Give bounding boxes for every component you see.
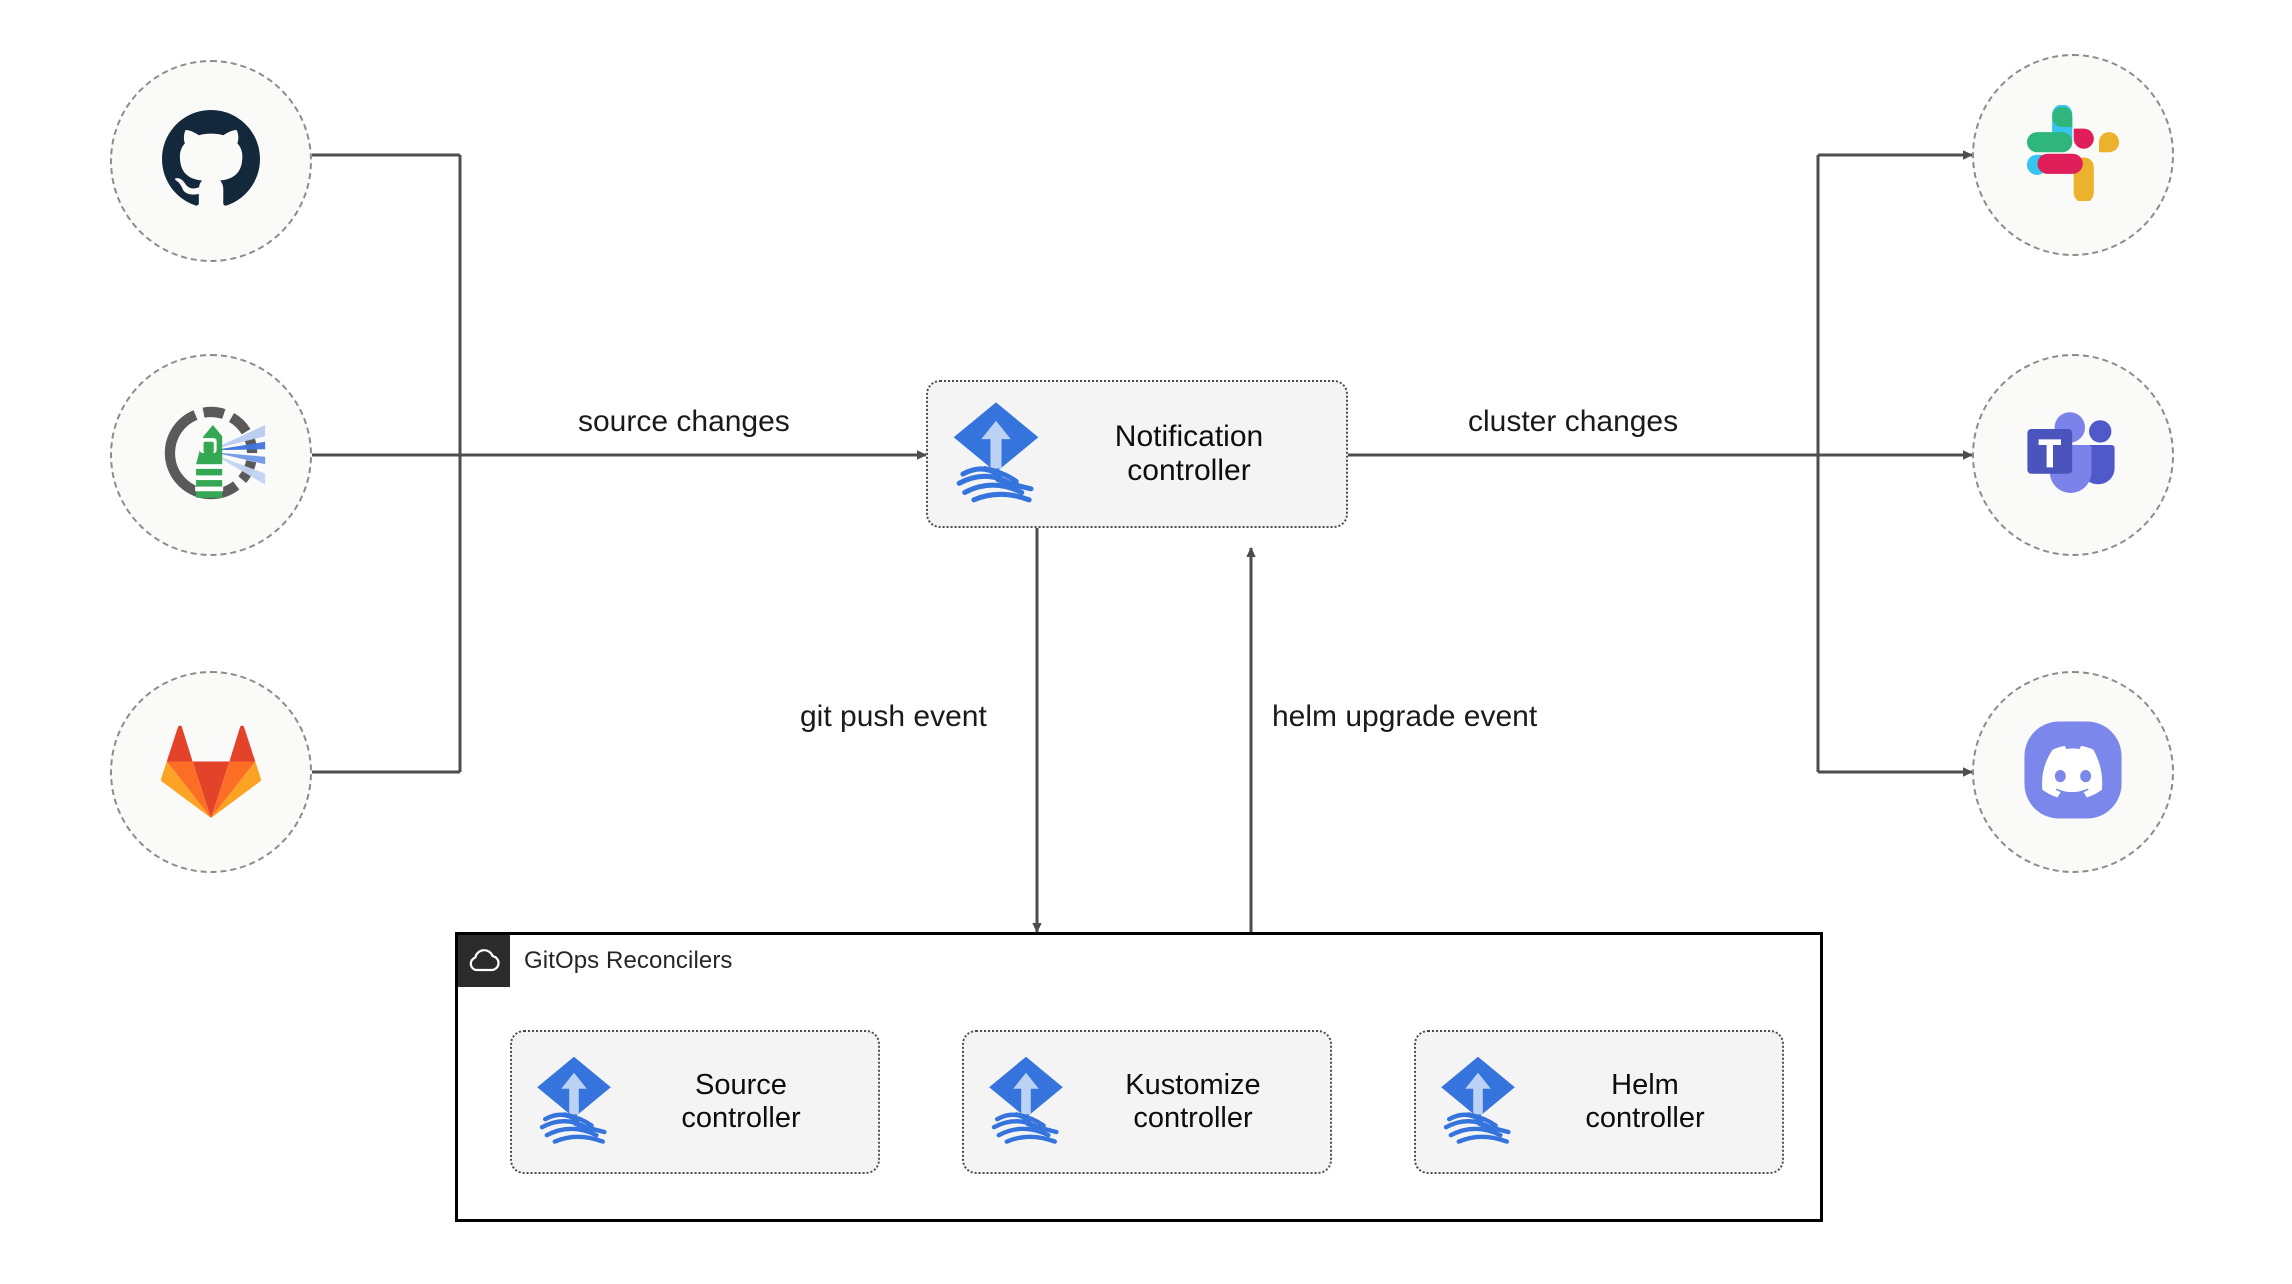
group-title: GitOps Reconcilers (524, 947, 733, 974)
source-node-gitlab[interactable] (110, 671, 312, 873)
target-node-discord[interactable] (1972, 671, 2174, 873)
flux-logo-icon (950, 400, 1042, 509)
flux-logo-icon (534, 1054, 614, 1151)
edge-label-helm-upgrade-event: helm upgrade event (1272, 700, 1538, 733)
helm-controller-box[interactable]: Helm controller (1414, 1030, 1784, 1174)
flux-logo-icon (986, 1054, 1066, 1151)
microsoft-teams-icon (2021, 405, 2125, 506)
target-node-teams[interactable] (1972, 354, 2174, 556)
kustomize-controller-label: Kustomize controller (1125, 1068, 1261, 1134)
notification-controller-box[interactable]: Notification controller (926, 380, 1348, 528)
source-controller-label: Source controller (681, 1068, 801, 1134)
edge-label-cluster-changes: cluster changes (1468, 405, 1679, 438)
target-node-slack[interactable] (1972, 54, 2174, 256)
flagger-lighthouse-icon (155, 397, 267, 514)
gitlab-icon (160, 722, 262, 823)
github-icon (162, 109, 260, 213)
discord-icon (2021, 718, 2125, 827)
helm-controller-label: Helm controller (1585, 1068, 1705, 1134)
kustomize-controller-box[interactable]: Kustomize controller (962, 1030, 1332, 1174)
edge-label-source-changes: source changes (578, 405, 790, 438)
slack-icon (2025, 103, 2121, 206)
source-controller-box[interactable]: Source controller (510, 1030, 880, 1174)
cloud-icon (458, 935, 510, 987)
flux-logo-icon (1438, 1054, 1518, 1151)
notification-controller-label: Notification controller (1114, 419, 1264, 488)
edge-label-git-push-event: git push event (800, 700, 987, 733)
source-node-flagger[interactable] (110, 354, 312, 556)
source-node-github[interactable] (110, 60, 312, 262)
